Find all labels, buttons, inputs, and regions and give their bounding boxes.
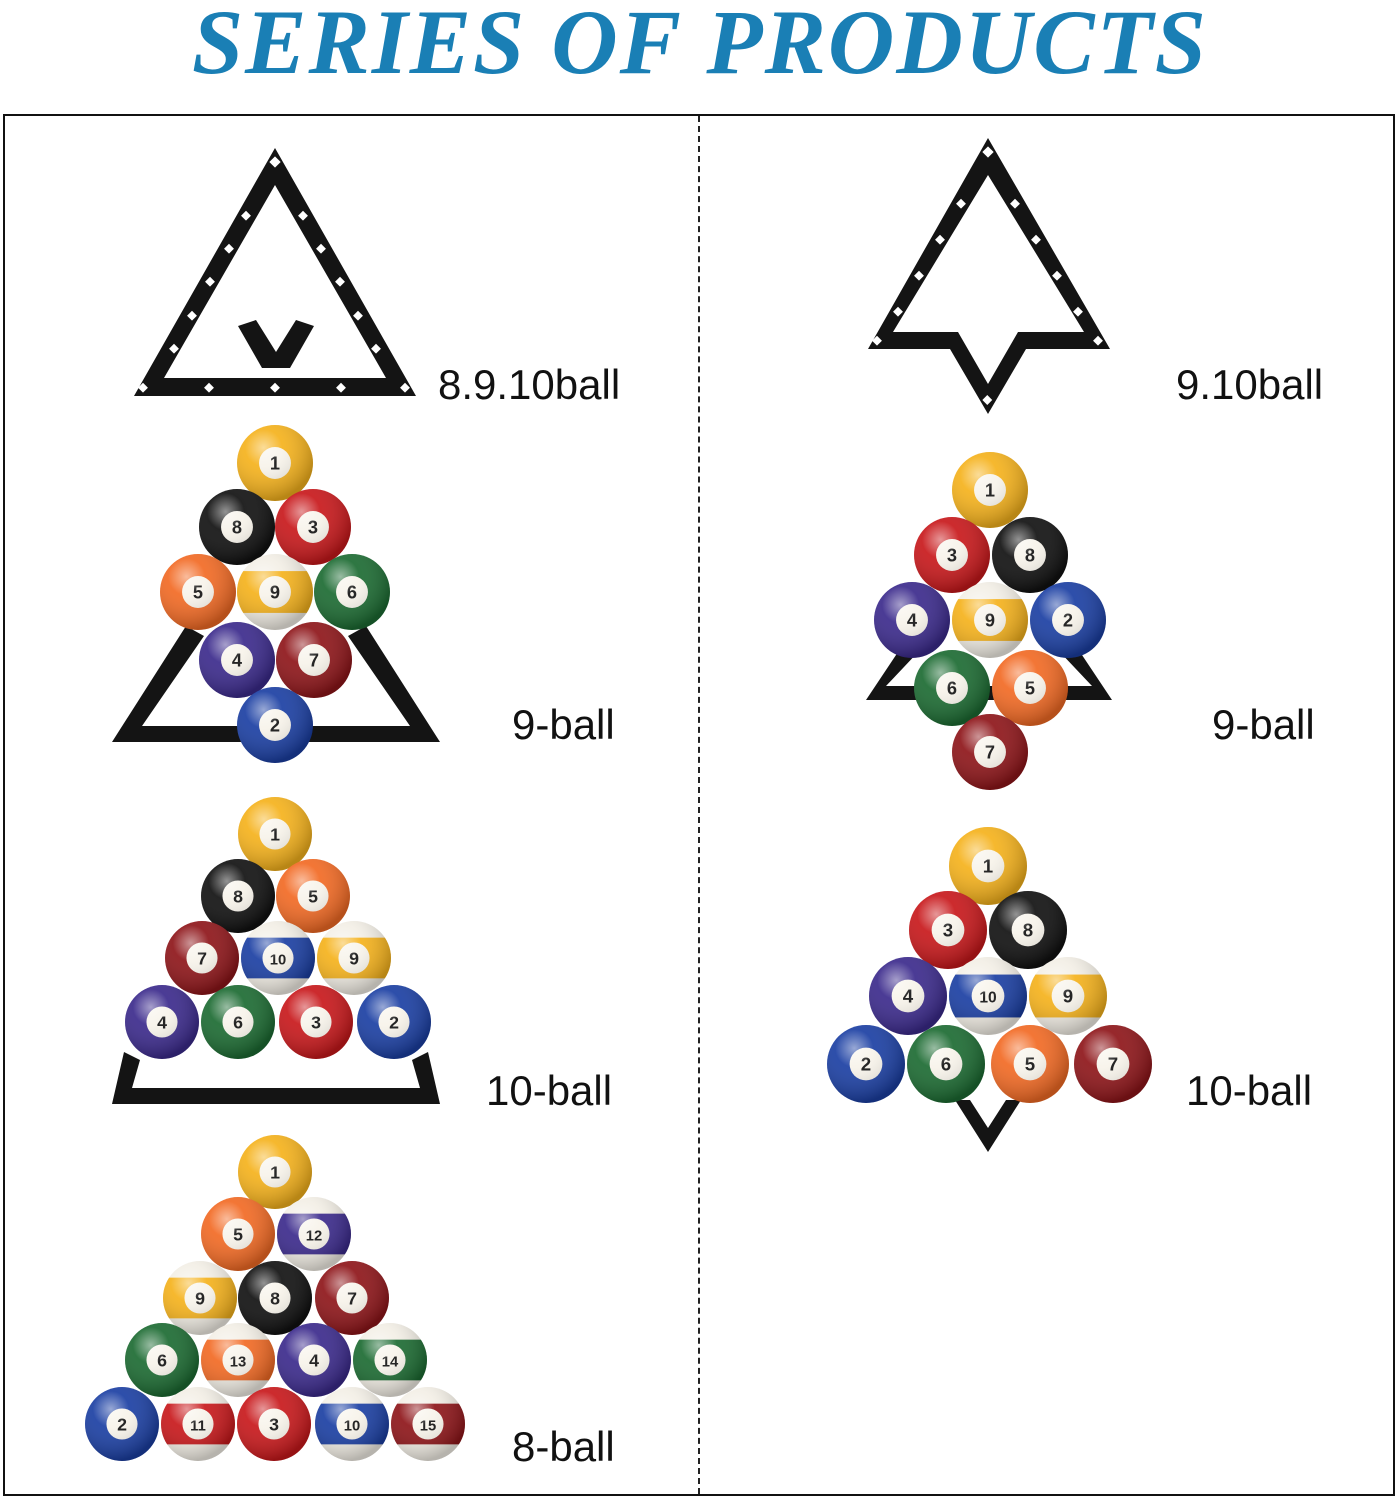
ball-9-icon: 9: [1029, 957, 1107, 1035]
ball-8-icon: 8: [989, 891, 1067, 969]
ball-3-icon: 3: [275, 489, 351, 565]
ball-7-icon: 7: [315, 1261, 389, 1335]
ball-1-icon: 1: [952, 452, 1028, 528]
ball-9-icon: 9: [237, 554, 313, 630]
ball-10-icon: 10: [949, 957, 1027, 1035]
ball-5-icon: 5: [991, 1025, 1069, 1103]
ball-10-icon: 10: [315, 1387, 389, 1461]
ball-8-icon: 8: [992, 517, 1068, 593]
ball-1-icon: 1: [238, 797, 312, 871]
ball-10-icon: 10: [241, 921, 315, 995]
right-10-ball-label: 10-ball: [1186, 1067, 1313, 1114]
rack-10-ball-left-icon: [112, 1052, 440, 1104]
ball-9-icon: 9: [317, 921, 391, 995]
rack-9-10-icon: [868, 138, 1110, 414]
ball-15-icon: 15: [391, 1387, 465, 1461]
ball-6-icon: 6: [907, 1025, 985, 1103]
ball-4-icon: 4: [874, 582, 950, 658]
ball-1-icon: 1: [949, 827, 1027, 905]
rack-8-9-10-label: 8.9.10ball: [438, 361, 621, 408]
ball-7-icon: 7: [165, 921, 239, 995]
right-9-ball-label: 9-ball: [1212, 701, 1315, 748]
left-9-ball-label: 9-ball: [512, 701, 615, 748]
ball-3-icon: 3: [279, 985, 353, 1059]
ball-4-icon: 4: [125, 985, 199, 1059]
rack-9-10-label: 9.10ball: [1176, 361, 1324, 408]
ball-sets: 1835964721384926571857109463213841092657…: [85, 425, 1152, 1461]
ball-6-icon: 6: [201, 985, 275, 1059]
ball-1-icon: 1: [238, 1135, 312, 1209]
ball-5-icon: 5: [276, 859, 350, 933]
rack-9-ball-left-icon: [112, 626, 440, 742]
ball-8-icon: 8: [201, 859, 275, 933]
ball-2-icon: 2: [357, 985, 431, 1059]
ball-7-icon: 7: [1074, 1025, 1152, 1103]
ball-9-icon: 9: [163, 1261, 237, 1335]
products-frame: [3, 114, 1395, 1496]
ball-2-icon: 2: [85, 1387, 159, 1461]
ball-4-icon: 4: [869, 957, 947, 1035]
ball-9-icon: 9: [952, 582, 1028, 658]
ball-5-icon: 5: [201, 1197, 275, 1271]
ball-5-icon: 5: [992, 650, 1068, 726]
left-8-ball-label: 8-ball: [512, 1423, 615, 1470]
ball-5-icon: 5: [160, 554, 236, 630]
left-10-ball-label: 10-ball: [486, 1067, 613, 1114]
ball-2-icon: 2: [827, 1025, 905, 1103]
ball-6-icon: 6: [314, 554, 390, 630]
ball-6-icon: 6: [914, 650, 990, 726]
ball-14-icon: 14: [353, 1323, 427, 1397]
ball-4-icon: 4: [277, 1323, 351, 1397]
ball-3-icon: 3: [237, 1387, 311, 1461]
column-divider: [698, 116, 700, 1494]
ball-8-icon: 8: [199, 489, 275, 565]
rack-10-ball-right-icon: [955, 1100, 1021, 1152]
ball-4-icon: 4: [199, 622, 275, 698]
ball-6-icon: 6: [125, 1323, 199, 1397]
ball-13-icon: 13: [201, 1323, 275, 1397]
ball-12-icon: 12: [277, 1197, 351, 1271]
ball-8-icon: 8: [238, 1261, 312, 1335]
page-title: SERIES OF PRODUCTS: [192, 0, 1208, 93]
ball-7-icon: 7: [952, 714, 1028, 790]
ball-2-icon: 2: [1030, 582, 1106, 658]
ball-3-icon: 3: [909, 891, 987, 969]
rack-8-9-10-icon: [134, 148, 416, 396]
ball-1-icon: 1: [237, 425, 313, 501]
ball-7-icon: 7: [276, 622, 352, 698]
ball-2-icon: 2: [237, 687, 313, 763]
ball-3-icon: 3: [914, 517, 990, 593]
ball-11-icon: 11: [161, 1387, 235, 1461]
